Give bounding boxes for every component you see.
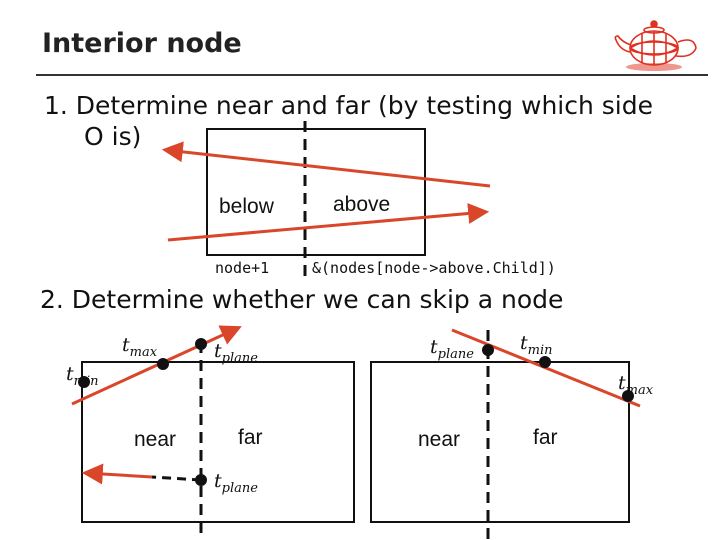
t-plane-point-left: [195, 338, 207, 350]
below-label: below: [219, 195, 274, 218]
t-max-label-right: tmax: [618, 372, 653, 398]
t-min-letter: t: [66, 363, 74, 385]
t-max-point-right: [622, 390, 634, 402]
t-plane-sub: plane: [221, 350, 258, 366]
ray-1: [161, 141, 491, 188]
t-min-sub: min: [527, 342, 553, 358]
t-max-point-left: [157, 358, 169, 370]
near-child-code: node+1: [215, 259, 270, 277]
step-2-text: 2. Determine whether we can skip a node: [40, 285, 564, 314]
t-plane-point-left-bottom: [195, 474, 207, 486]
title-divider: [36, 74, 708, 76]
t-plane-letter: t: [214, 340, 222, 362]
t-plane-point-right: [482, 344, 494, 356]
t-plane-label-left: tplane: [214, 340, 258, 366]
ray-left-extension: [151, 475, 202, 482]
t-plane-sub: plane: [437, 346, 474, 362]
ray-left-backward: [81, 463, 153, 485]
t-plane-bottom-letter: t: [214, 470, 222, 492]
near-label-left: near: [134, 428, 177, 451]
node-box-left: [81, 361, 355, 523]
t-plane-label-left-bottom: tplane: [214, 470, 258, 496]
slide-title: Interior node: [42, 28, 242, 59]
node-box-step1: [206, 128, 426, 256]
t-plane-label-right: tplane: [430, 336, 474, 362]
ray-left: [71, 325, 242, 406]
t-max-sub: max: [129, 344, 158, 360]
t-max-letter: t: [122, 334, 130, 356]
ray-right: [451, 328, 641, 408]
ray-2: [167, 203, 490, 242]
teapot-logo-icon: [614, 20, 697, 71]
t-plane-bottom-sub: plane: [221, 480, 258, 496]
node-box-right: [370, 361, 630, 523]
step-1-line-1: 1. Determine near and far (by testing wh…: [44, 91, 653, 120]
near-label-right: near: [418, 428, 461, 451]
step-1-text: 1. Determine near and far (by testing wh…: [44, 90, 684, 152]
t-plane-letter: t: [430, 336, 438, 358]
step-1-line-2: O is): [84, 122, 142, 151]
above-label: above: [333, 193, 391, 216]
t-max-label-left: tmax: [122, 334, 157, 360]
t-min-label-right: tmin: [520, 332, 553, 358]
t-max-letter: t: [618, 372, 626, 394]
t-min-point-right: [539, 356, 551, 368]
far-label-right: far: [533, 426, 558, 449]
t-min-letter: t: [520, 332, 528, 354]
far-child-code: &(nodes[node->above.Child]): [312, 259, 556, 277]
t-min-point-left: [78, 376, 90, 388]
t-max-sub: max: [625, 382, 654, 398]
far-label-left: far: [238, 426, 263, 449]
t-min-sub: min: [73, 373, 99, 389]
t-min-label-left: tmin: [66, 363, 99, 389]
